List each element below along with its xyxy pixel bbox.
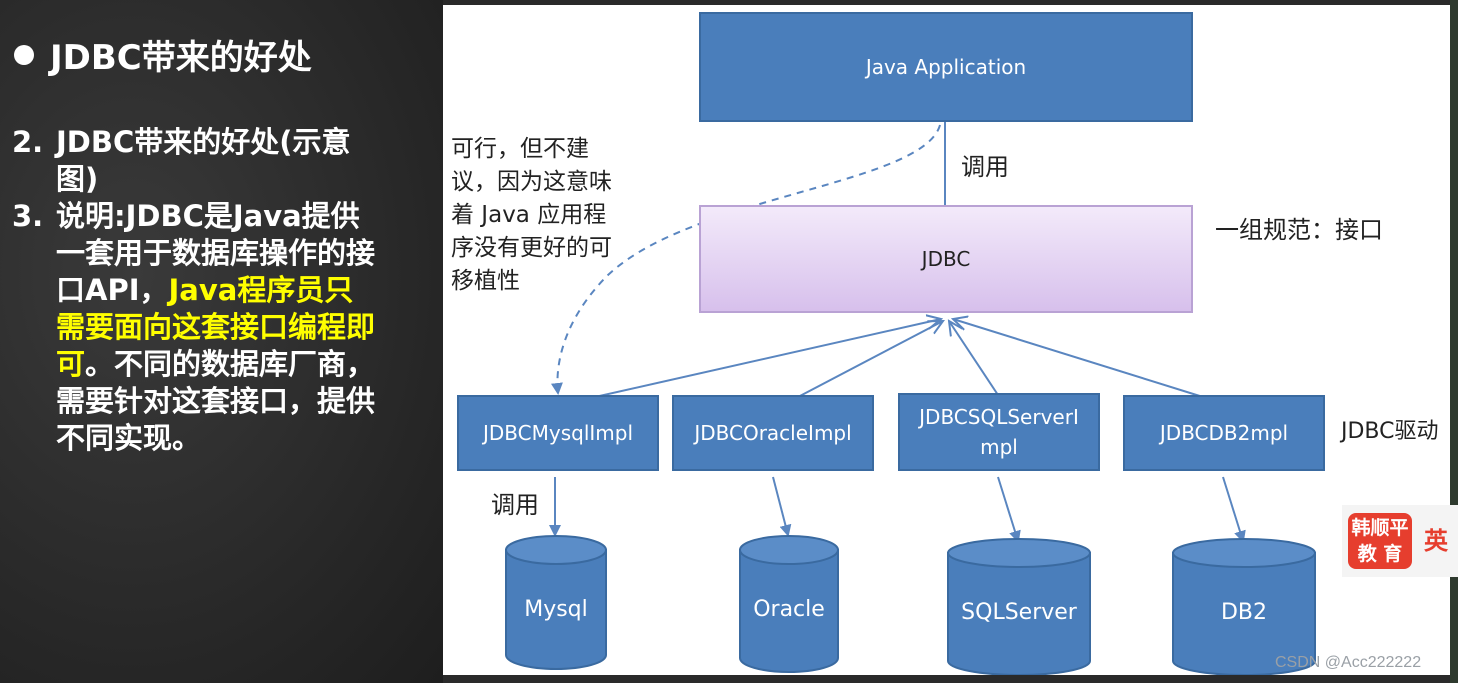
oracle-db-arrow <box>772 476 792 537</box>
direct-call-dashed-arrow <box>550 124 941 395</box>
sqlserver-db-arrow <box>997 476 1021 543</box>
brand-widget[interactable]: 韩顺平 教 育 英 <box>1342 505 1458 577</box>
jdbc-interface-box: JDBC <box>699 205 1193 313</box>
window-edge-strip <box>1450 0 1458 683</box>
jdbc-label: JDBC <box>921 247 971 271</box>
driver-box-sqlserver: JDBCSQLServerImpl <box>898 393 1100 471</box>
database-label: Oracle <box>753 597 825 622</box>
java-application-label: Java Application <box>865 55 1027 79</box>
slide-text-panel: JDBC带来的好处 2. JDBC带来的好处(示意图) 3. 说明:JDBC是J… <box>0 0 443 683</box>
driver-label: JDBCMysqlImpl <box>482 421 634 445</box>
brand-logo-line2: 教 育 <box>1357 543 1403 565</box>
csdn-watermark: CSDN @Acc222222 <box>1275 654 1422 671</box>
brand-logo: 韩顺平 教 育 <box>1348 513 1412 569</box>
call-label-top: 调用 <box>961 153 1009 181</box>
sqlserver-cylinder <box>947 538 1091 675</box>
db2-impl-arrow <box>953 319 1204 398</box>
language-toggle[interactable]: 英 <box>1424 527 1448 555</box>
db2-cylinder <box>1172 538 1316 675</box>
item-text-plain-tail: 。不同的数据库厂商，需要针对这套接口，提供不同实现。 <box>56 347 376 455</box>
interface-spec-label: 一组规范：接口 <box>1215 216 1383 244</box>
item-text-plain: 说明:JDBC是Java提供一套用于数据库操作的接口API， <box>56 199 376 307</box>
brand-logo-line1: 韩顺平 <box>1351 517 1409 539</box>
oracle-cylinder <box>739 535 839 673</box>
driver-box-oracle: JDBCOracleImpl <box>672 395 874 471</box>
mysql-impl-arrow <box>594 319 941 398</box>
mysql-cylinder <box>505 535 607 670</box>
numbered-list: 2. JDBC带来的好处(示意图) 3. 说明:JDBC是Java提供一套用于数… <box>12 124 382 457</box>
item-number: 2. <box>12 125 44 159</box>
driver-box-mysql: JDBCMysqlImpl <box>457 395 659 471</box>
list-item: 2. JDBC带来的好处(示意图) <box>12 124 382 198</box>
slide-heading: JDBC带来的好处 <box>14 30 312 79</box>
database-label: DB2 <box>1220 600 1268 625</box>
driver-label: JDBCOracleImpl <box>694 421 852 445</box>
list-item: 3. 说明:JDBC是Java提供一套用于数据库操作的接口API，Java程序员… <box>12 198 382 457</box>
java-application-box: Java Application <box>699 12 1193 122</box>
bullet-dot-icon <box>14 44 34 65</box>
jdbc-architecture-diagram: Java Application 调用 JDBC 一组规范：接口 可行，但不建议… <box>443 5 1453 675</box>
heading-text: JDBC带来的好处 <box>50 38 312 78</box>
driver-label: JDBCDB2mpl <box>1159 421 1289 445</box>
driver-label: JDBCSQLServerImpl <box>919 405 1079 459</box>
database-label: SQLServer <box>961 600 1077 625</box>
item-text-highlight: Java程序员只需要面向这套接口编程即可 <box>56 273 376 381</box>
diagram-connectors <box>505 122 1316 675</box>
portability-note: 可行，但不建议，因为这意味着 Java 应用程序没有更好的可移植性 <box>451 136 612 294</box>
item-text: JDBC带来的好处(示意图) <box>56 125 351 196</box>
item-text: 说明:JDBC是Java提供一套用于数据库操作的接口API，Java程序员只需要… <box>56 198 382 457</box>
driver-box-db2: JDBCDB2mpl <box>1123 395 1325 471</box>
db2-db-arrow <box>1222 476 1246 543</box>
database-label: Mysql <box>524 597 588 622</box>
sqlserver-impl-arrow <box>949 321 999 396</box>
item-number: 3. <box>12 199 44 233</box>
drivers-label: JDBC驱动 <box>1341 419 1439 444</box>
oracle-impl-arrow <box>797 321 943 398</box>
call-label-bottom: 调用 <box>491 491 539 519</box>
